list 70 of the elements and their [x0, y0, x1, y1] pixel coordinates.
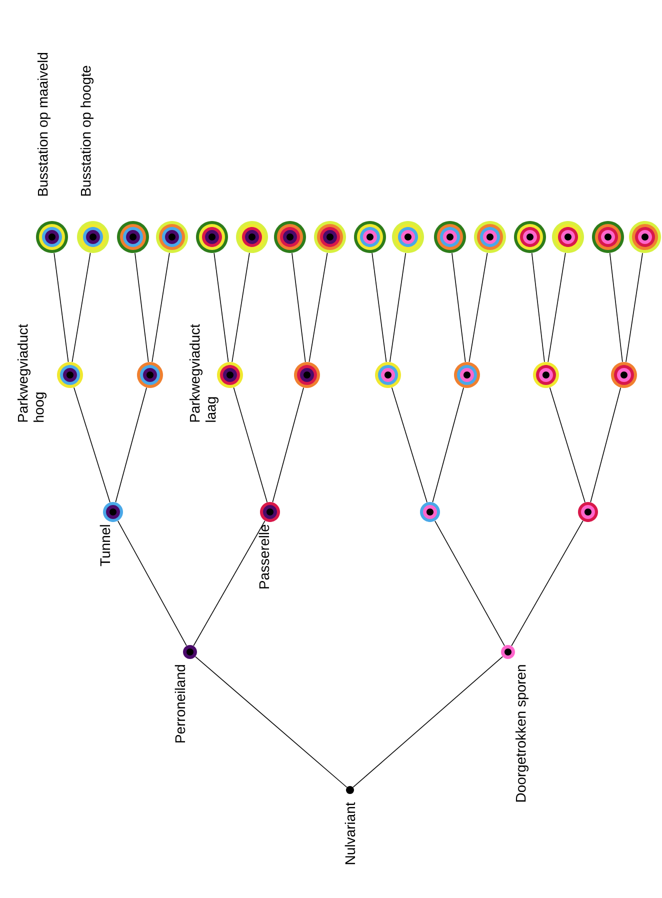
- choice-circle: [274, 221, 306, 253]
- connector-line: [152, 252, 170, 362]
- choice-circle: [354, 221, 386, 253]
- choice-circle: [420, 502, 440, 522]
- choice-circle: [57, 362, 83, 388]
- option-label: Perroneiland: [174, 665, 186, 742]
- choice-circle: [392, 221, 424, 253]
- choice-circle: [434, 221, 466, 253]
- connector-line: [272, 387, 304, 503]
- connector-line: [72, 252, 91, 362]
- choice-circle: [474, 221, 506, 253]
- choice-circle: [217, 362, 243, 388]
- connector-line: [308, 252, 328, 362]
- option-label: Tunnel: [100, 525, 110, 566]
- choice-circle: [36, 221, 68, 253]
- connector-line: [511, 520, 584, 646]
- choice-circle: [533, 362, 559, 388]
- connector-line: [214, 252, 229, 362]
- choice-circle: [629, 221, 661, 253]
- connector-line: [292, 252, 306, 362]
- connector-line: [193, 520, 266, 646]
- connector-line: [372, 252, 387, 362]
- connector-line: [626, 252, 643, 362]
- choice-circle: [501, 645, 515, 659]
- connector-line: [609, 252, 623, 362]
- choice-circle: [314, 221, 346, 253]
- choice-circle: [375, 362, 401, 388]
- connector-line: [434, 520, 505, 646]
- choice-circle: [578, 502, 598, 522]
- choice-circle: [260, 502, 280, 522]
- choice-circle: [156, 221, 188, 253]
- option-label: Parkwegviaduct hoog: [17, 324, 47, 422]
- choice-circle: [514, 221, 546, 253]
- choice-circle: [454, 362, 480, 388]
- choice-circle: [196, 221, 228, 253]
- connector-line: [468, 252, 488, 362]
- option-label: Parkwegviaduct laag: [189, 324, 219, 422]
- choice-circle: [236, 221, 268, 253]
- connector-line: [391, 387, 428, 503]
- choice-circle: [103, 502, 123, 522]
- option-label: Nulvariant: [344, 802, 356, 864]
- connector-line: [54, 252, 69, 362]
- choice-circle: [552, 221, 584, 253]
- option-label: Busstation op hoogte: [80, 66, 94, 196]
- connector-line: [549, 387, 586, 503]
- choice-circle: [137, 362, 163, 388]
- connector-line: [452, 252, 466, 362]
- connector-line: [118, 520, 187, 646]
- choice-circle: [183, 645, 197, 659]
- connector-line: [74, 387, 110, 503]
- option-label: Busstation op maaiveld: [37, 52, 51, 196]
- choice-circle: [77, 221, 109, 253]
- connector-line: [232, 252, 250, 362]
- connector-line: [432, 387, 464, 503]
- option-label: Doorgetrokken sporen: [515, 665, 529, 802]
- connector-line: [134, 252, 149, 362]
- connector-line: [115, 387, 147, 503]
- choice-circle: [117, 221, 149, 253]
- choice-circle: [592, 221, 624, 253]
- connector-line: [195, 656, 348, 788]
- choice-circle: [346, 786, 354, 794]
- choice-circle: [611, 362, 637, 388]
- connector-line: [389, 252, 406, 362]
- connector-line: [531, 252, 545, 362]
- connector-line: [352, 656, 503, 788]
- connector-line: [233, 387, 268, 503]
- connector-line: [590, 387, 622, 503]
- option-label: Passerelle: [258, 524, 270, 588]
- choice-circle: [294, 362, 320, 388]
- connector-line: [548, 252, 566, 362]
